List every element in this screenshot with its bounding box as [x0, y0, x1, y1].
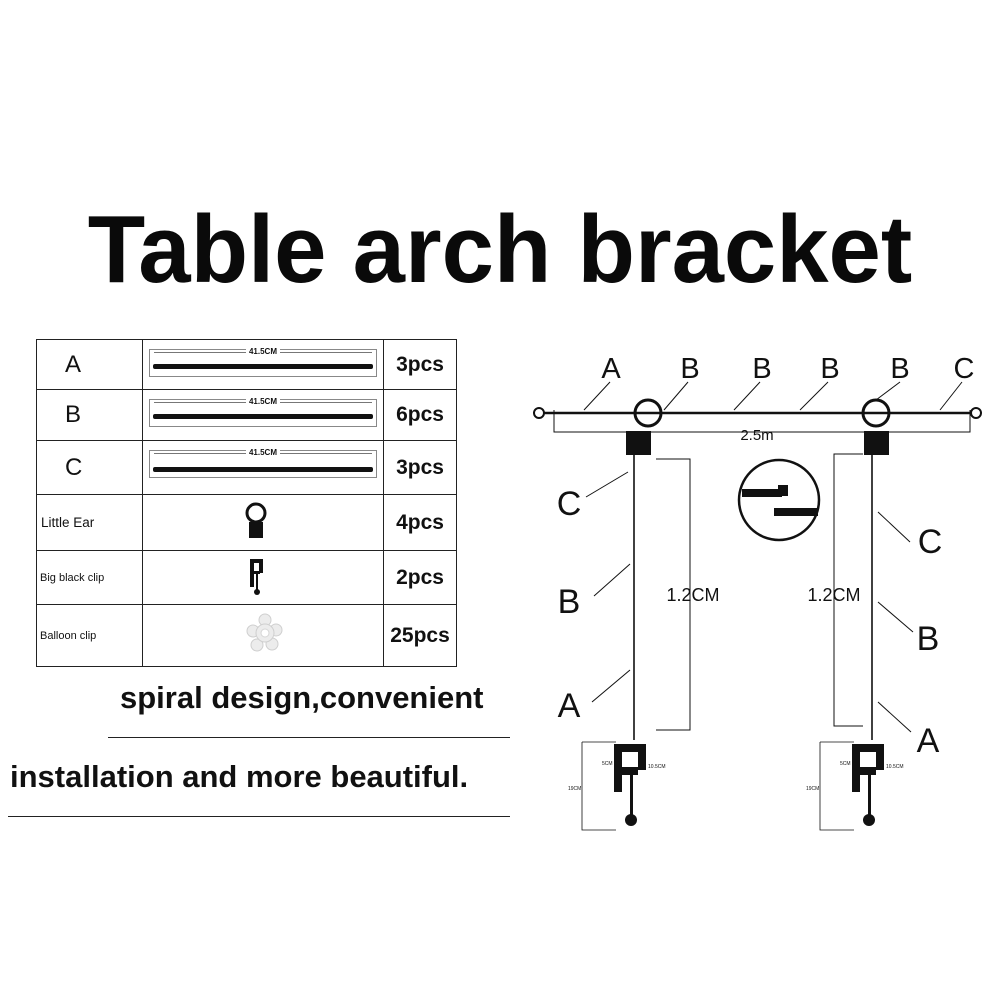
clamp-dim-label: 5CM [840, 761, 851, 767]
part-qty: 4pcs [383, 494, 457, 551]
top-label: A [601, 353, 621, 385]
rod-length-label: 41.5CM [245, 397, 280, 406]
slogan-line-1: spiral design,convenient [120, 680, 484, 715]
clamp-dim-label: 10.5CM [648, 764, 666, 770]
table-row: A 41.5CM 3pcs [36, 339, 457, 390]
balloon-clip-icon [246, 613, 283, 652]
rod-c-icon [153, 467, 373, 472]
rod-length-label: 41.5CM [245, 347, 280, 356]
part-label: Big black clip [36, 550, 143, 605]
part-qty: 2pcs [383, 550, 457, 605]
part-label: Balloon clip [36, 604, 143, 667]
clamp-dim-label: 5CM [602, 761, 613, 767]
left-post-label: C [557, 485, 582, 523]
table-row: Little Ear 4pcs [36, 494, 457, 551]
slogan-line-2: installation and more beautiful. [10, 759, 469, 794]
part-label: Little Ear [36, 494, 143, 551]
part-qty: 3pcs [383, 440, 457, 495]
parts-table: A 41.5CM 3pcs B 41.5CM 6pcs C 41.5CM 3pc… [36, 339, 457, 667]
clamp-dim-label: 19CM [568, 786, 581, 792]
little-ear-image [142, 494, 384, 551]
clamp-icon [250, 559, 263, 595]
top-label: B [752, 353, 771, 385]
table-row: Big black clip 2pcs [36, 550, 457, 605]
right-post-label: B [917, 620, 940, 658]
rod-length-label: 41.5CM [245, 448, 280, 457]
rod-b-icon [153, 414, 373, 419]
right-post-label: A [917, 722, 940, 760]
part-qty: 3pcs [383, 339, 457, 390]
rod-b-image: 41.5CM [142, 389, 384, 441]
table-row: Balloon clip 25pcs [36, 604, 457, 667]
divider [8, 816, 510, 817]
left-post-label: A [558, 687, 581, 725]
part-label: A [36, 339, 143, 390]
width-label: 2.5m [740, 427, 773, 444]
top-label: B [890, 353, 909, 385]
big-black-clip-image [142, 550, 384, 605]
part-qty: 25pcs [383, 604, 457, 667]
table-row: C 41.5CM 3pcs [36, 440, 457, 495]
part-label: C [36, 440, 143, 495]
divider [108, 737, 510, 738]
balloon-clip-image [142, 604, 384, 667]
part-label: B [36, 389, 143, 441]
height-label: 1.2CM [807, 585, 860, 605]
little-ear-icon [245, 502, 267, 538]
table-row: B 41.5CM 6pcs [36, 389, 457, 441]
part-qty: 6pcs [383, 389, 457, 441]
height-label: 1.2CM [666, 585, 719, 605]
rod-a-icon [153, 364, 373, 369]
rod-c-image: 41.5CM [142, 440, 384, 495]
assembly-diagram: A B B B B C 2.5m C B A C B A 1.2CM 1.2CM… [533, 353, 982, 831]
left-post-label: B [558, 583, 581, 621]
top-label: C [954, 353, 975, 385]
rod-a-image: 41.5CM [142, 339, 384, 390]
clamp-dim-label: 10.5CM [886, 764, 904, 770]
page-title: Table arch bracket [87, 196, 913, 303]
right-post-label: C [918, 523, 943, 561]
clamp-dim-label: 19CM [806, 786, 819, 792]
top-label: B [680, 353, 699, 385]
top-label: B [820, 353, 839, 385]
